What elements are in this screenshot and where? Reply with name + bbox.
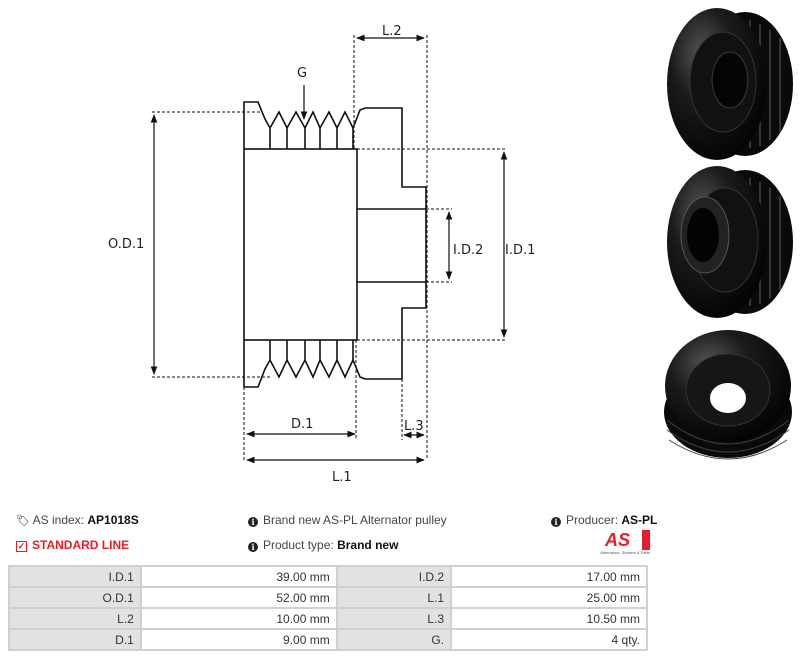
as-pl-logo: AS Alternators, Starters & Parts (585, 530, 650, 555)
label-g: G (297, 66, 307, 81)
spec-label: O.D.1 (8, 586, 142, 609)
label-l2: L.2 (382, 24, 402, 39)
label-l3: L.3 (404, 419, 424, 434)
spec-value: 9.00 mm (139, 628, 338, 651)
pulley-outline (243, 101, 427, 388)
spec-value: 10.50 mm (450, 607, 648, 630)
label-id1: I.D.1 (505, 243, 535, 258)
spec-value: 17.00 mm (450, 565, 648, 588)
spec-value: 4 qty. (450, 628, 648, 651)
pulley-photo-back (664, 330, 792, 460)
spec-label: L.3 (335, 607, 453, 630)
spec-label: I.D.2 (335, 565, 453, 588)
info-icon: i (551, 517, 561, 527)
pulley-photos (664, 8, 793, 460)
as-index: 🏷︎ AS index: AP1018S (16, 513, 139, 527)
label-id2: I.D.2 (453, 243, 483, 258)
spec-value: 52.00 mm (139, 586, 338, 609)
standard-line-badge: ✓STANDARD LINE (16, 538, 130, 552)
spec-label: L.2 (8, 607, 142, 630)
checkbox-icon: ✓ (16, 541, 27, 552)
label-d1: D.1 (291, 417, 313, 432)
label-l1: L.1 (332, 470, 352, 485)
spec-label: L.1 (335, 586, 453, 609)
spec-value: 39.00 mm (139, 565, 338, 588)
spec-label: I.D.1 (8, 565, 142, 588)
tags-icon: 🏷︎ (16, 515, 30, 527)
info-icon: i (248, 517, 258, 527)
spec-label: G. (335, 628, 453, 651)
pulley-photo-hub (667, 166, 793, 318)
as-index-value: AP1018S (87, 513, 139, 527)
dimension-guides (152, 35, 506, 462)
dimension-arrows (150, 34, 508, 464)
info-icon: i (248, 542, 258, 552)
spec-value: 25.00 mm (450, 586, 648, 609)
label-od1: O.D.1 (108, 237, 144, 252)
pulley-photo-front (667, 8, 793, 160)
pulley-technical-drawing: L.2 G O.D.1 I.D.2 I.D.1 D.1 L.3 L.1 (108, 24, 535, 485)
spec-label: D.1 (8, 628, 142, 651)
spec-value: 10.00 mm (139, 607, 338, 630)
